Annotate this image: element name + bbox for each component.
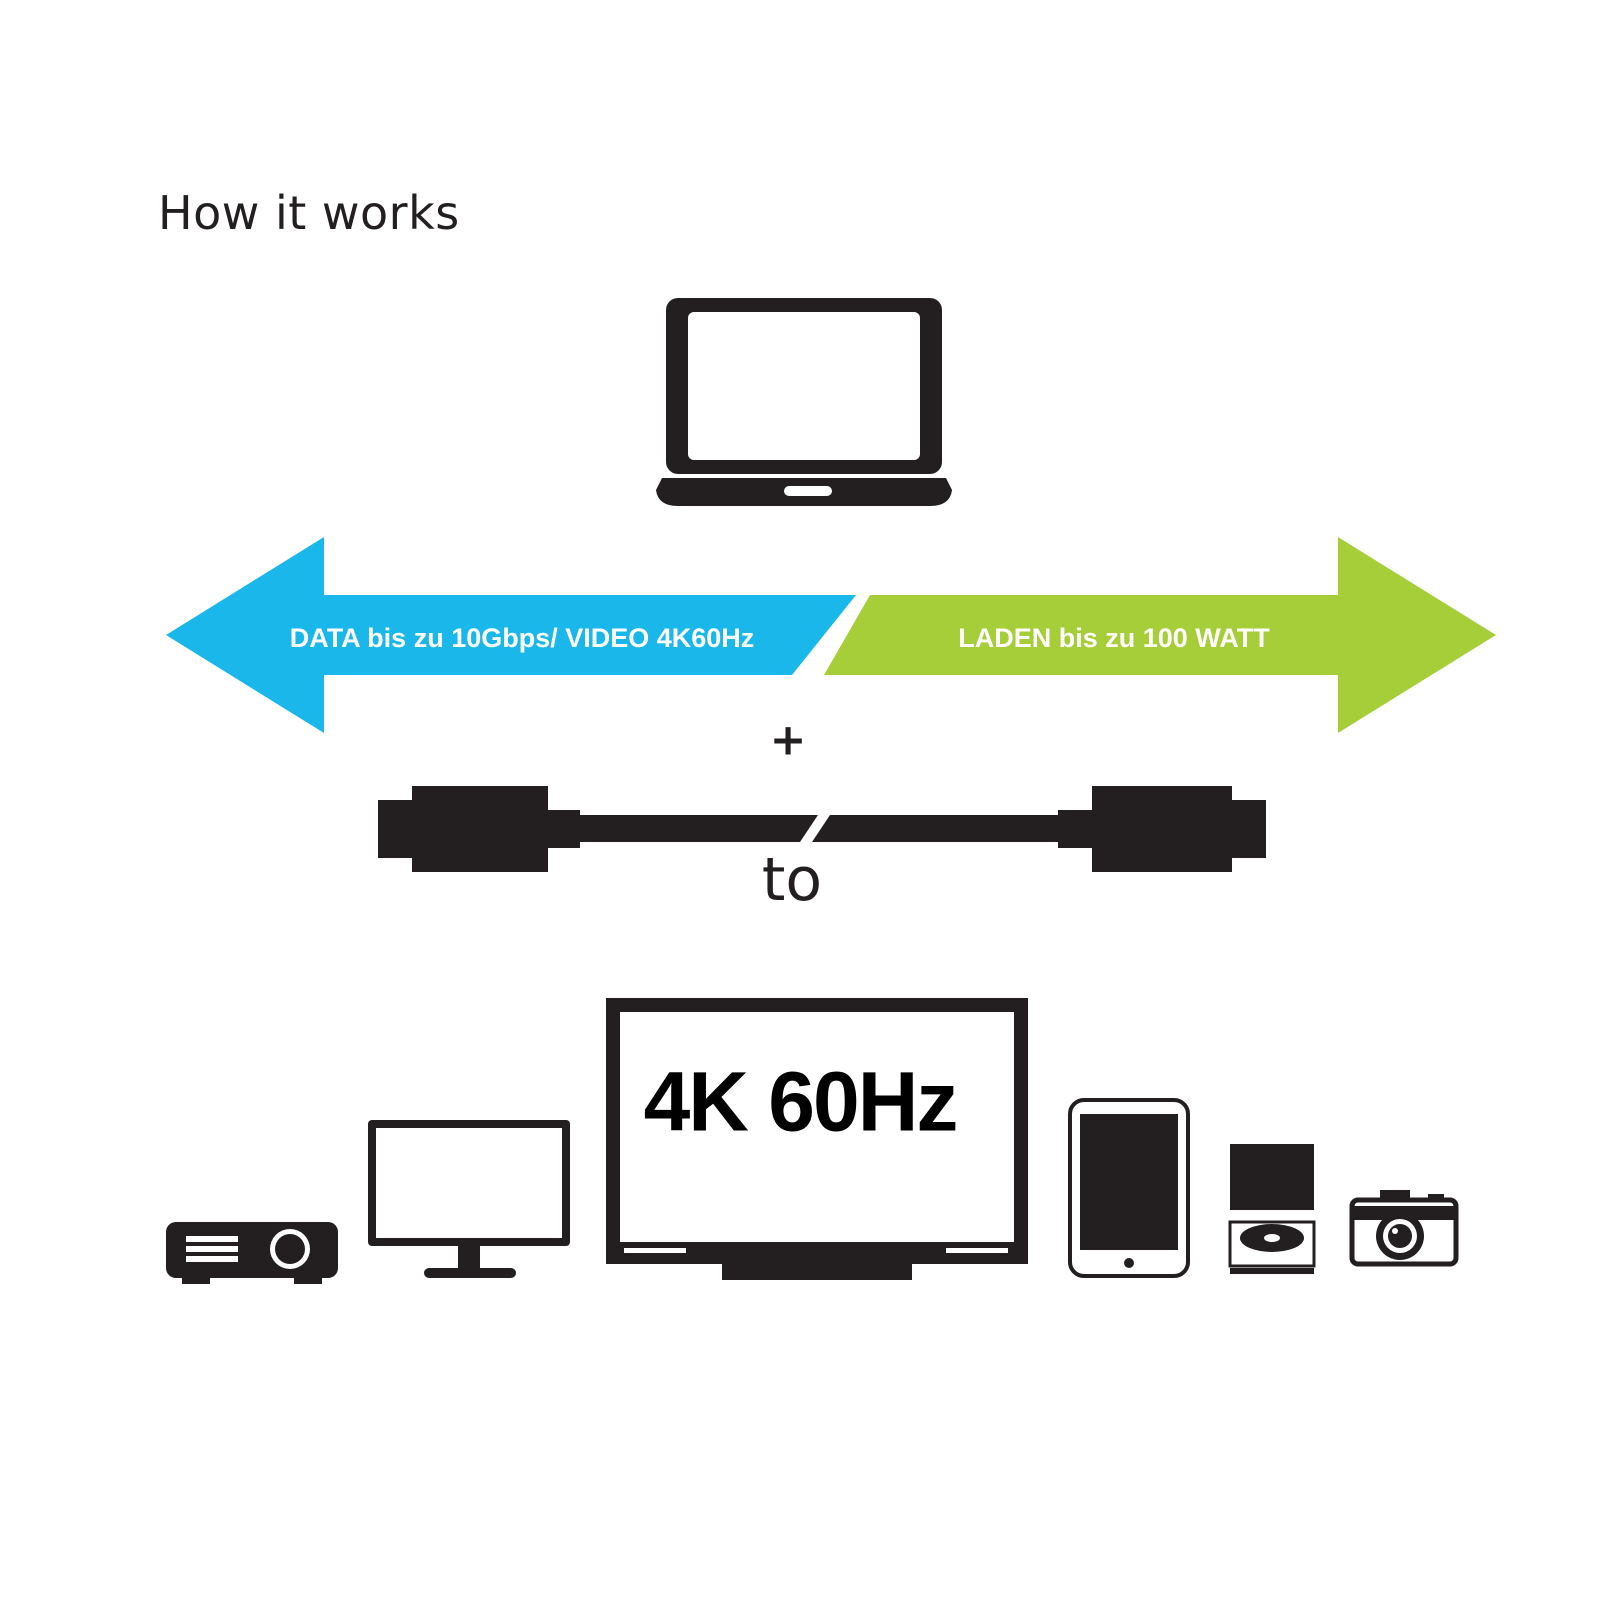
data-video-arrow	[166, 537, 856, 733]
usb-c-cable-icon	[378, 786, 1266, 872]
to-label: to	[761, 845, 823, 915]
tv-resolution-label: 4K 60Hz	[643, 1054, 959, 1149]
projector-icon	[166, 1222, 338, 1284]
tv-icon	[606, 998, 1028, 1280]
charging-label: LADEN bis zu 100 WATT	[958, 623, 1270, 653]
laptop-icon	[656, 298, 952, 506]
camera-icon	[1349, 1190, 1459, 1267]
charging-arrow	[824, 537, 1496, 733]
monitor-icon	[368, 1120, 570, 1278]
page-title: How it works	[158, 186, 460, 240]
tablet-icon	[1068, 1098, 1190, 1278]
disc-player-icon	[1228, 1144, 1316, 1274]
data-video-label: DATA bis zu 10Gbps/ VIDEO 4K60Hz	[290, 623, 755, 653]
plus-sign: +	[769, 714, 807, 766]
